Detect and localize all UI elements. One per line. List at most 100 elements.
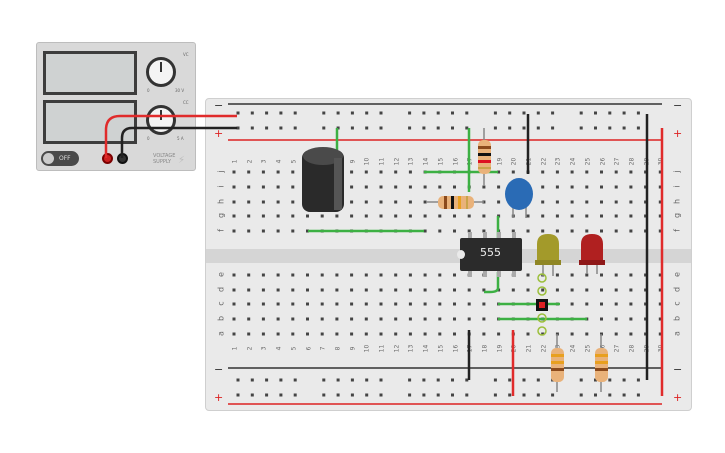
breadboard-hole[interactable] [232, 214, 236, 218]
breadboard-hole[interactable] [379, 273, 383, 277]
breadboard-hole[interactable] [394, 273, 398, 277]
breadboard-hole[interactable] [320, 317, 324, 321]
breadboard-hole[interactable] [497, 170, 501, 174]
breadboard-hole[interactable] [522, 378, 526, 382]
breadboard-hole[interactable] [451, 111, 454, 115]
breadboard-hole[interactable] [322, 393, 326, 397]
breadboard-hole[interactable] [408, 170, 412, 174]
breadboard-hole[interactable] [322, 111, 326, 115]
breadboard-hole[interactable] [365, 378, 369, 382]
breadboard-hole[interactable] [335, 288, 339, 292]
breadboard-hole[interactable] [508, 393, 512, 397]
breadboard-hole[interactable] [482, 317, 486, 321]
breadboard-hole[interactable] [570, 185, 574, 189]
breadboard-hole[interactable] [293, 126, 297, 130]
breadboard-hole[interactable] [306, 229, 309, 233]
breadboard-hole[interactable] [436, 393, 440, 397]
breadboard-hole[interactable] [600, 229, 603, 233]
breadboard-hole[interactable] [276, 332, 280, 336]
breadboard-hole[interactable] [379, 200, 383, 204]
breadboard-hole[interactable] [261, 288, 265, 292]
breadboard-hole[interactable] [551, 111, 555, 115]
breadboard-hole[interactable] [276, 229, 280, 233]
breadboard-hole[interactable] [622, 111, 626, 115]
breadboard-hole[interactable] [555, 200, 559, 204]
breadboard-hole[interactable] [570, 273, 574, 277]
breadboard-hole[interactable] [438, 317, 442, 321]
breadboard-hole[interactable] [247, 317, 251, 321]
breadboard-hole[interactable] [579, 126, 583, 130]
breadboard-hole[interactable] [279, 126, 283, 130]
breadboard-hole[interactable] [482, 229, 486, 233]
breadboard-hole[interactable] [408, 332, 412, 336]
breadboard-hole[interactable] [600, 170, 603, 174]
breadboard-hole[interactable] [526, 273, 530, 277]
breadboard-hole[interactable] [364, 200, 368, 204]
breadboard-hole[interactable] [423, 185, 427, 189]
breadboard-hole[interactable] [350, 317, 354, 321]
breadboard-hole[interactable] [451, 126, 454, 130]
breadboard-hole[interactable] [555, 214, 559, 218]
breadboard-hole[interactable] [232, 317, 236, 321]
breadboard-hole[interactable] [232, 200, 236, 204]
breadboard-hole[interactable] [658, 200, 662, 204]
breadboard-hole[interactable] [320, 302, 324, 306]
breadboard-hole[interactable] [335, 317, 339, 321]
breadboard-hole[interactable] [614, 332, 618, 336]
breadboard-hole[interactable] [570, 170, 574, 174]
breadboard-hole[interactable] [526, 229, 530, 233]
breadboard-hole[interactable] [541, 229, 545, 233]
breadboard-hole[interactable] [394, 332, 398, 336]
breadboard-hole[interactable] [291, 302, 295, 306]
breadboard-hole[interactable] [511, 229, 515, 233]
breadboard-hole[interactable] [644, 288, 648, 292]
breadboard-hole[interactable] [408, 111, 412, 115]
breadboard-hole[interactable] [579, 393, 583, 397]
breadboard-hole[interactable] [335, 273, 339, 277]
breadboard-hole[interactable] [482, 288, 486, 292]
breadboard-hole[interactable] [379, 185, 383, 189]
breadboard-hole[interactable] [438, 214, 442, 218]
breadboard-hole[interactable] [636, 378, 640, 382]
breadboard-hole[interactable] [291, 273, 295, 277]
breadboard-hole[interactable] [423, 317, 427, 321]
breadboard-hole[interactable] [585, 332, 589, 336]
breadboard-hole[interactable] [365, 393, 369, 397]
breadboard-hole[interactable] [585, 288, 589, 292]
breadboard-hole[interactable] [350, 393, 354, 397]
breadboard-hole[interactable] [436, 126, 440, 130]
breadboard-hole[interactable] [350, 378, 354, 382]
breadboard-hole[interactable] [379, 332, 383, 336]
supply-positive-wire[interactable] [104, 114, 237, 158]
breadboard-hole[interactable] [236, 126, 240, 130]
breadboard-hole[interactable] [482, 332, 486, 336]
breadboard-hole[interactable] [629, 185, 633, 189]
breadboard-hole[interactable] [291, 229, 295, 233]
breadboard-hole[interactable] [585, 185, 589, 189]
breadboard-hole[interactable] [379, 111, 383, 115]
power-switch[interactable]: OFF [41, 151, 79, 166]
breadboard-hole[interactable] [276, 302, 280, 306]
breadboard-hole[interactable] [423, 332, 427, 336]
breadboard-hole[interactable] [497, 200, 501, 204]
breadboard-hole[interactable] [482, 185, 486, 189]
breadboard-hole[interactable] [306, 302, 309, 306]
breadboard-hole[interactable] [594, 378, 597, 382]
breadboard-hole[interactable] [336, 378, 340, 382]
breadboard-hole[interactable] [276, 185, 280, 189]
breadboard-hole[interactable] [232, 332, 236, 336]
breadboard-hole[interactable] [422, 126, 426, 130]
breadboard-hole[interactable] [335, 214, 339, 218]
breadboard-hole[interactable] [291, 214, 295, 218]
breadboard-hole[interactable] [261, 214, 265, 218]
breadboard-hole[interactable] [482, 214, 486, 218]
breadboard-hole[interactable] [423, 273, 427, 277]
breadboard-hole[interactable] [451, 393, 454, 397]
breadboard-hole[interactable] [600, 185, 603, 189]
breadboard-hole[interactable] [508, 378, 512, 382]
breadboard-hole[interactable] [614, 200, 618, 204]
breadboard-hole[interactable] [306, 214, 309, 218]
breadboard-hole[interactable] [379, 214, 383, 218]
breadboard-hole[interactable] [541, 288, 545, 292]
current-knob[interactable] [146, 105, 176, 135]
